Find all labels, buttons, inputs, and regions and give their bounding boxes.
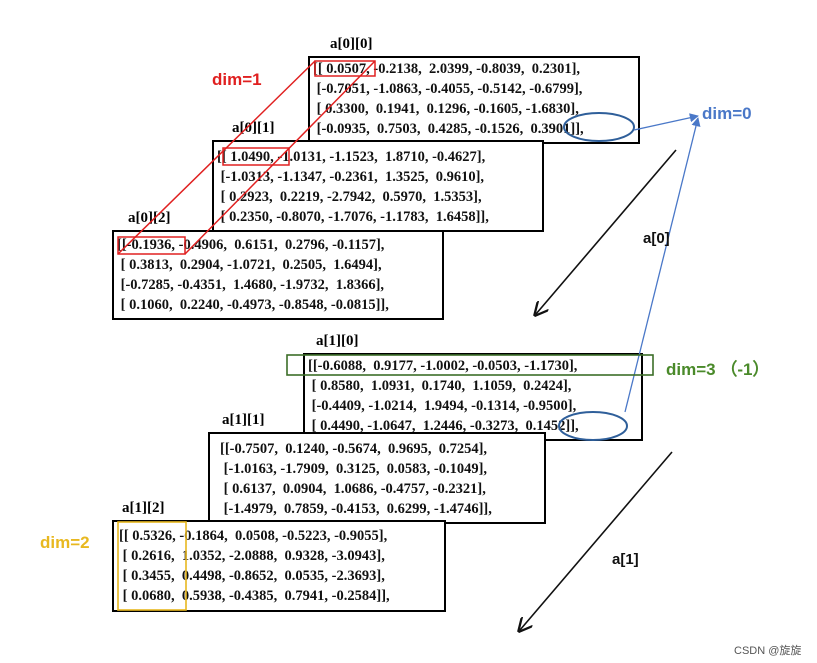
matrix-a01-row-1: [[ 1.0490, -1.0131, -1.1523, 1.8710, -0.…: [217, 149, 486, 165]
dim0-label: dim=0: [702, 104, 752, 123]
matrix-a01-row-2: [-1.0313, -1.1347, -0.2361, 1.3525, 0.96…: [217, 169, 485, 185]
matrix-a10: [[-0.6088, 0.9177, -1.0002, -0.0503, -1.…: [303, 353, 643, 441]
watermark: CSDN @旋旋: [734, 645, 802, 657]
label-a10: a[1][0]: [316, 333, 359, 349]
matrix-a02-row-3: [-0.7285, -0.4351, 1.4680, -1.9732, 1.83…: [117, 277, 385, 293]
matrix-a12-row-2: [ 0.2616, 1.0352, -2.0888, 0.9328, -3.09…: [119, 548, 385, 564]
matrix-a10-row-3: [-0.4409, -1.0214, 1.9494, -0.1314, -0.9…: [308, 398, 577, 414]
matrix-a11-row-1: [[-0.7507, 0.1240, -0.5674, 0.9695, 0.72…: [220, 441, 488, 457]
matrix-a00-row-3: [ 0.3300, 0.1941, 0.1296, -0.1605, -1.68…: [313, 101, 579, 117]
matrix-a11-row-3: [ 0.6137, 0.0904, 1.0686, -0.4757, -0.23…: [220, 481, 486, 497]
label-a00: a[0][0]: [330, 36, 373, 52]
label-a12: a[1][2]: [122, 500, 165, 516]
matrix-a00-row-1: [[ 0.0507, -0.2138, 2.0399, -0.8039, 0.2…: [313, 61, 581, 77]
label-a01: a[0][1]: [232, 120, 275, 136]
matrix-a02-row-1: [[-0.1936, -0.4906, 0.6151, 0.2796, -0.1…: [117, 237, 385, 253]
matrix-a01-row-3: [ 0.2923, 0.2219, -2.7942, 0.5970, 1.535…: [217, 189, 482, 205]
matrix-a12-row-3: [ 0.3455, 0.4498, -0.8652, 0.0535, -2.36…: [119, 568, 385, 584]
label-a11: a[1][1]: [222, 412, 265, 428]
matrix-a02-row-4: [ 0.1060, 0.2240, -0.4973, -0.8548, -0.0…: [117, 297, 389, 313]
axis-a1-label: a[1]: [612, 551, 639, 568]
matrix-a10-row-1: [[-0.6088, 0.9177, -1.0002, -0.0503, -1.…: [308, 358, 578, 374]
axis-a0-label: a[0]: [643, 230, 670, 247]
dim3-label: dim=3 （-1）: [666, 360, 770, 379]
matrix-a01-row-4: [ 0.2350, -0.8070, -1.7076, -1.1783, 1.6…: [217, 209, 489, 225]
matrix-a12: [[ 0.5326, -0.1864, 0.0508, -0.5223, -0.…: [112, 520, 446, 612]
matrix-a00-row-4: [-0.0935, 0.7503, 0.4285, -0.1526, 0.390…: [313, 121, 584, 137]
matrix-a01: [[ 1.0490, -1.0131, -1.1523, 1.8710, -0.…: [212, 140, 544, 232]
matrix-a00-row-2: [-0.7051, -1.0863, -0.4055, -0.5142, -0.…: [313, 81, 583, 97]
matrix-a00: [[ 0.0507, -0.2138, 2.0399, -0.8039, 0.2…: [308, 56, 640, 144]
matrix-a11-row-4: [-1.4979, 0.7859, -0.4153, 0.6299, -1.47…: [220, 501, 492, 517]
dim2-label: dim=2: [40, 533, 90, 552]
matrix-a02-row-2: [ 0.3813, 0.2904, -1.0721, 0.2505, 1.649…: [117, 257, 382, 273]
dim0-arrow-top: [633, 113, 699, 131]
matrix-a11-row-2: [-1.0163, -1.7909, 0.3125, 0.0583, -0.10…: [220, 461, 488, 477]
dim1-label: dim=1: [212, 70, 262, 89]
label-a02: a[0][2]: [128, 210, 171, 226]
matrix-a12-row-4: [ 0.0680, 0.5938, -0.4385, 0.7941, -0.25…: [119, 588, 390, 604]
matrix-a02: [[-0.1936, -0.4906, 0.6151, 0.2796, -0.1…: [112, 230, 444, 320]
matrix-a12-row-1: [[ 0.5326, -0.1864, 0.0508, -0.5223, -0.…: [119, 528, 388, 544]
matrix-a10-row-2: [ 0.8580, 1.0931, 0.1740, 1.1059, 0.2424…: [308, 378, 572, 394]
matrix-a11: [[-0.7507, 0.1240, -0.5674, 0.9695, 0.72…: [208, 432, 546, 524]
